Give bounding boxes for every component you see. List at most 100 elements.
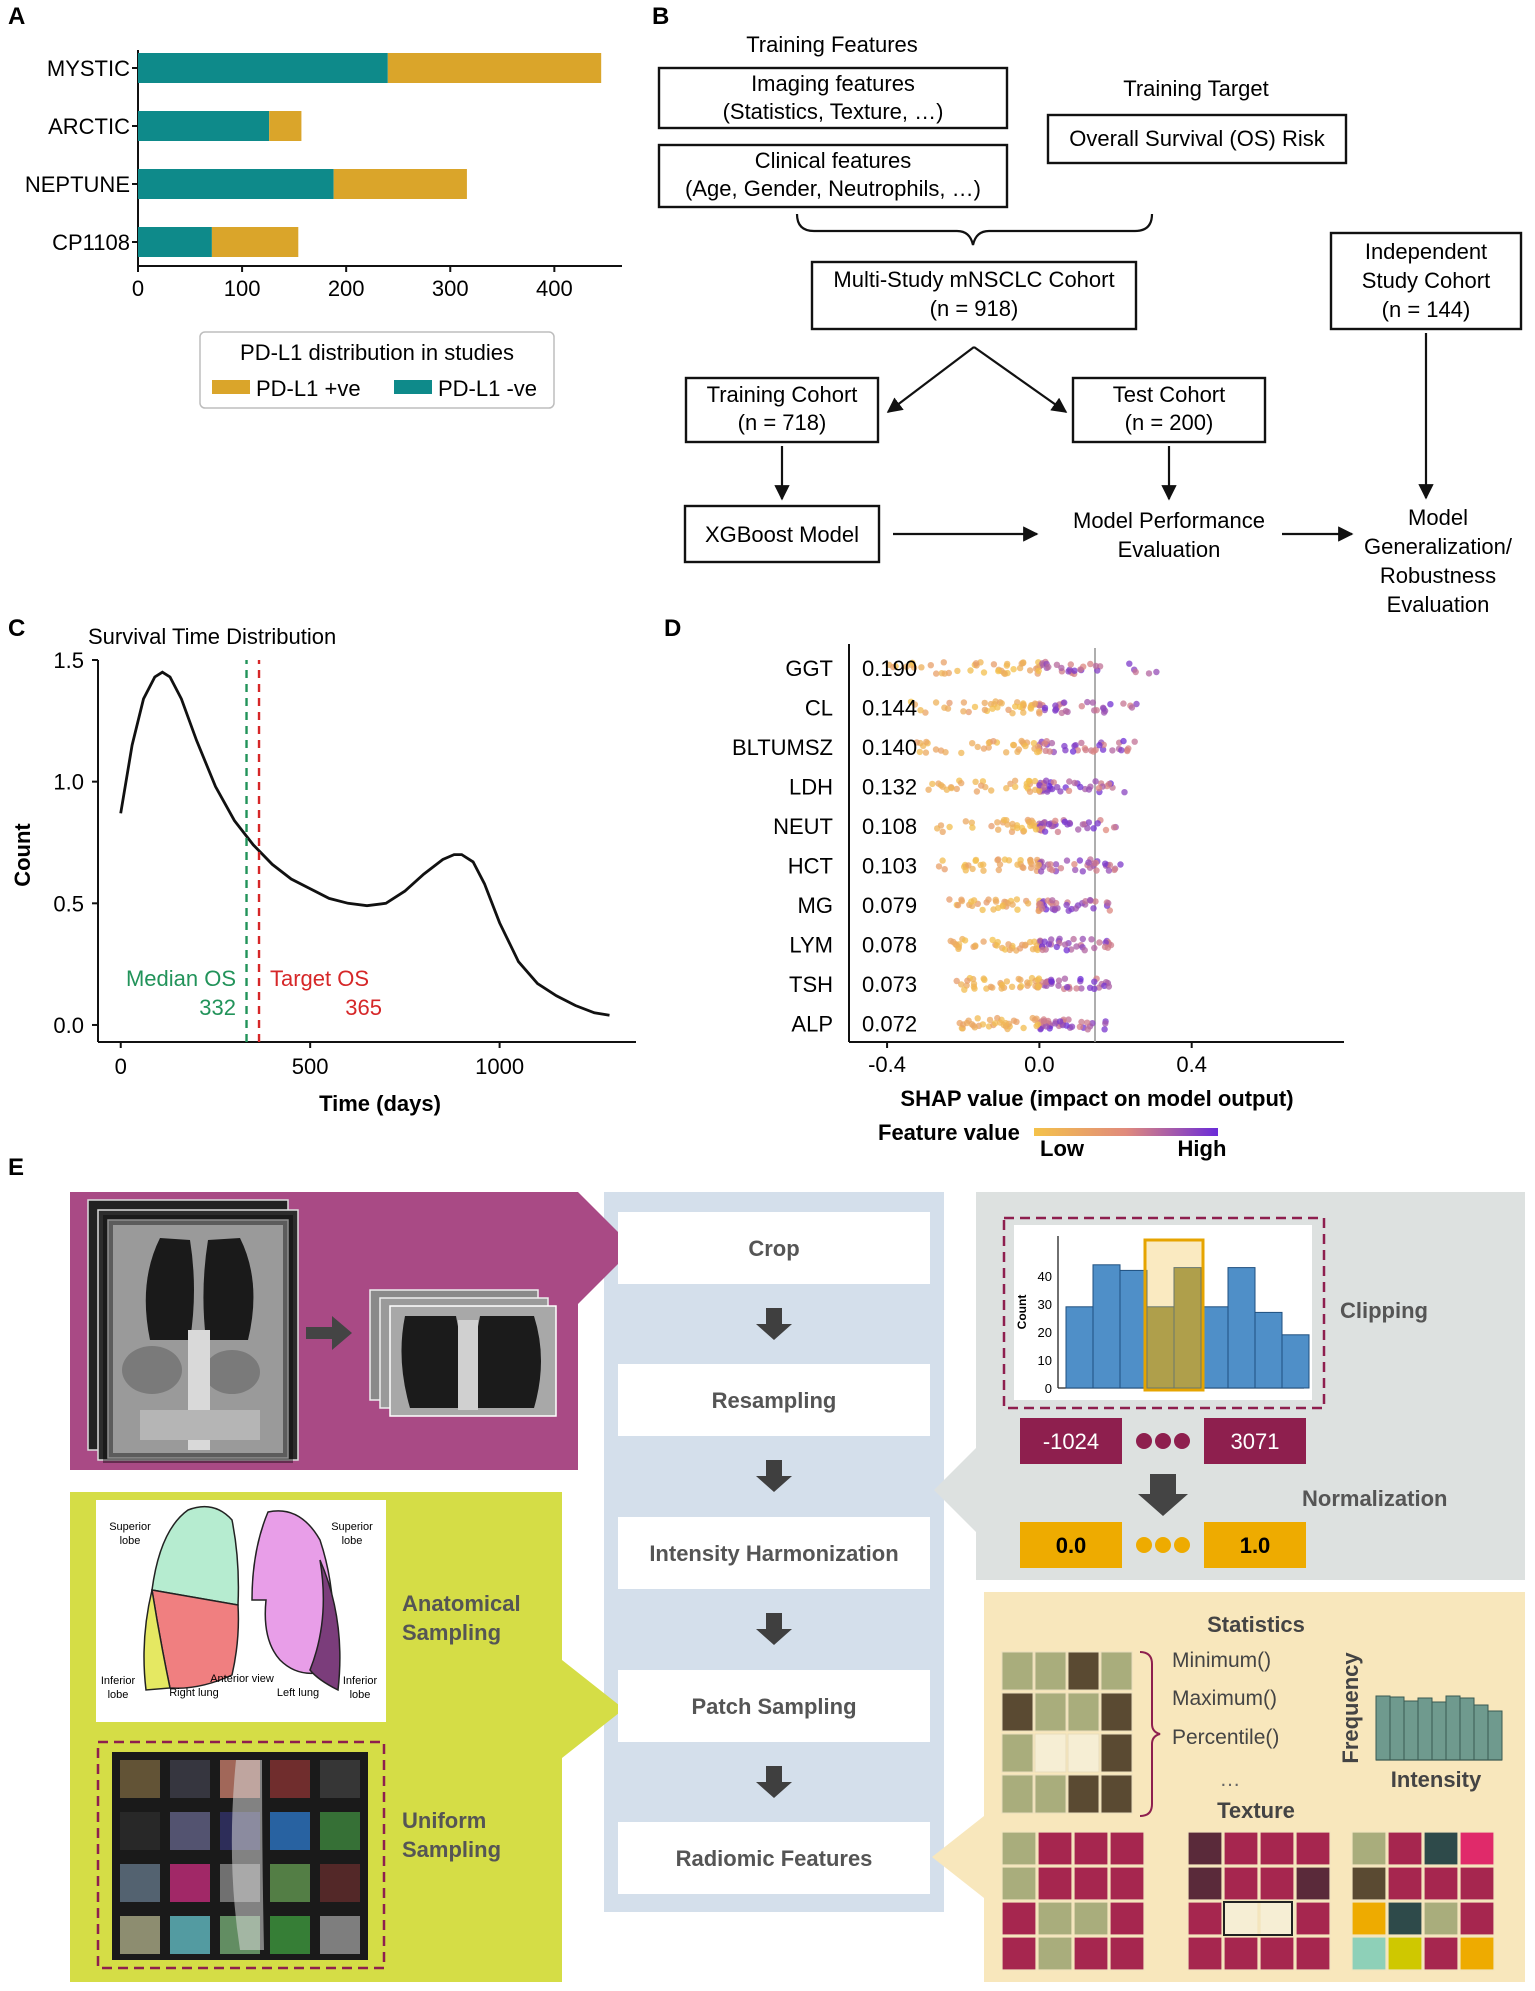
shap-dot [960, 708, 967, 715]
shap-dot [1004, 660, 1011, 668]
shap-dot [1120, 737, 1127, 745]
shap-dot [1043, 1023, 1050, 1030]
stat-patch-cell [1034, 1651, 1067, 1691]
shap-dot [1105, 867, 1113, 874]
feature-importance: 0.103 [862, 854, 917, 879]
imaging-features-box [657, 66, 1009, 130]
shap-dot [910, 664, 918, 671]
texture-cell [1187, 1831, 1223, 1866]
texture-cell [1459, 1831, 1495, 1866]
texture-cell [1423, 1831, 1459, 1866]
hist-tick-label: 30 [1038, 1297, 1052, 1312]
shap-dot [1051, 905, 1059, 913]
label-superior-lobe-right: Superior [109, 1521, 151, 1533]
texture-patch-grids [1001, 1831, 1495, 1971]
texture-cell [1037, 1901, 1073, 1936]
shap-dot [1072, 905, 1080, 912]
arrow-to-test [973, 346, 1068, 413]
generalization-line4: Evaluation [1387, 592, 1490, 617]
bar-mystic-neg [138, 53, 388, 83]
texture-cell [1109, 1866, 1145, 1901]
down-arrow-icon [756, 1460, 792, 1492]
independent-cohort-box [1329, 231, 1523, 331]
texture-cell [1459, 1866, 1495, 1901]
category-label: ARCTIC [48, 114, 130, 139]
step-label: Resampling [712, 1388, 837, 1413]
bar-arctic-neg [138, 111, 270, 141]
stat-patch-cell [1034, 1774, 1067, 1814]
step-intensity-harmonization [618, 1517, 930, 1589]
panel-label-e: E [8, 1154, 24, 1181]
uniform-sampling-line2: Sampling [402, 1837, 501, 1862]
shap-dot [1067, 661, 1075, 668]
x-tick-label-a: 200 [328, 276, 365, 301]
test-cohort-line1: Test Cohort [1113, 382, 1226, 407]
feature-importance: 0.190 [862, 656, 917, 681]
shap-dot [1071, 779, 1078, 787]
shap-dot [958, 896, 965, 903]
texture-cell [1459, 1936, 1495, 1971]
texture-cell [1073, 1901, 1109, 1936]
shap-dot [969, 824, 976, 831]
shap-dot [1055, 977, 1063, 984]
shap-dot [1090, 860, 1098, 867]
shap-dot [1015, 746, 1023, 753]
shap-dot [946, 699, 953, 707]
shap-dot [1084, 1026, 1092, 1033]
shap-dot [1068, 1023, 1076, 1030]
step-resampling [618, 1364, 930, 1436]
shap-dot [974, 743, 981, 751]
stat-patch-cell [1100, 1774, 1133, 1814]
shap-dot [974, 1015, 981, 1022]
shap-dot [943, 786, 950, 793]
texture-cell [1423, 1936, 1459, 1971]
x-tick-label-d: 0.0 [1024, 1052, 1055, 1077]
stat-patch-cell [1001, 1774, 1034, 1814]
shap-dot [1082, 746, 1089, 754]
feature-label: GGT [785, 656, 833, 681]
shap-dot [1073, 943, 1080, 950]
uniform-patch [170, 1812, 210, 1850]
texture-cell [1423, 1866, 1459, 1901]
texture-cell [1001, 1936, 1037, 1971]
shap-dot [1121, 789, 1128, 796]
shap-dot [1120, 700, 1127, 707]
cropped-ct-stack [369, 1289, 557, 1417]
frequency-label: Frequency [1338, 1652, 1363, 1764]
independent-line3: (n = 144) [1382, 297, 1471, 322]
clip-high-box [1204, 1418, 1306, 1464]
texture-cell [1223, 1901, 1259, 1936]
shap-dot [1002, 1019, 1009, 1027]
x-tick-label-d: -0.4 [868, 1052, 906, 1077]
uniform-patch [320, 1812, 360, 1850]
shap-dot [1052, 861, 1060, 868]
shap-dot [995, 866, 1002, 874]
shap-dot [1118, 747, 1125, 754]
hist-tick-label: 20 [1038, 1325, 1052, 1340]
frequency-bar [1403, 1700, 1419, 1761]
xgboost-box [683, 504, 881, 564]
shap-dot [1030, 740, 1038, 747]
shap-dot [1086, 896, 1094, 904]
shap-dot [1072, 866, 1079, 874]
shap-dot [1076, 857, 1084, 864]
feature-importance: 0.079 [862, 893, 917, 918]
clip-low-box [1020, 1418, 1122, 1464]
shap-dot [1066, 778, 1073, 785]
shap-dot [1078, 1018, 1085, 1026]
feature-label: BLTUMSZ [732, 735, 833, 760]
y-tick-label-c: 0.0 [53, 1013, 84, 1038]
shap-dot [1063, 947, 1070, 954]
shap-dot [989, 705, 996, 712]
texture-cell [1073, 1831, 1109, 1866]
shap-dot [965, 1017, 972, 1024]
stat-minimum: Minimum() [1172, 1649, 1271, 1672]
feature-label: TSH [789, 972, 833, 997]
texture-cell [1387, 1866, 1423, 1901]
generalization-line1: Model [1408, 505, 1468, 530]
shap-dot [1105, 899, 1112, 907]
texture-cell [1001, 1866, 1037, 1901]
